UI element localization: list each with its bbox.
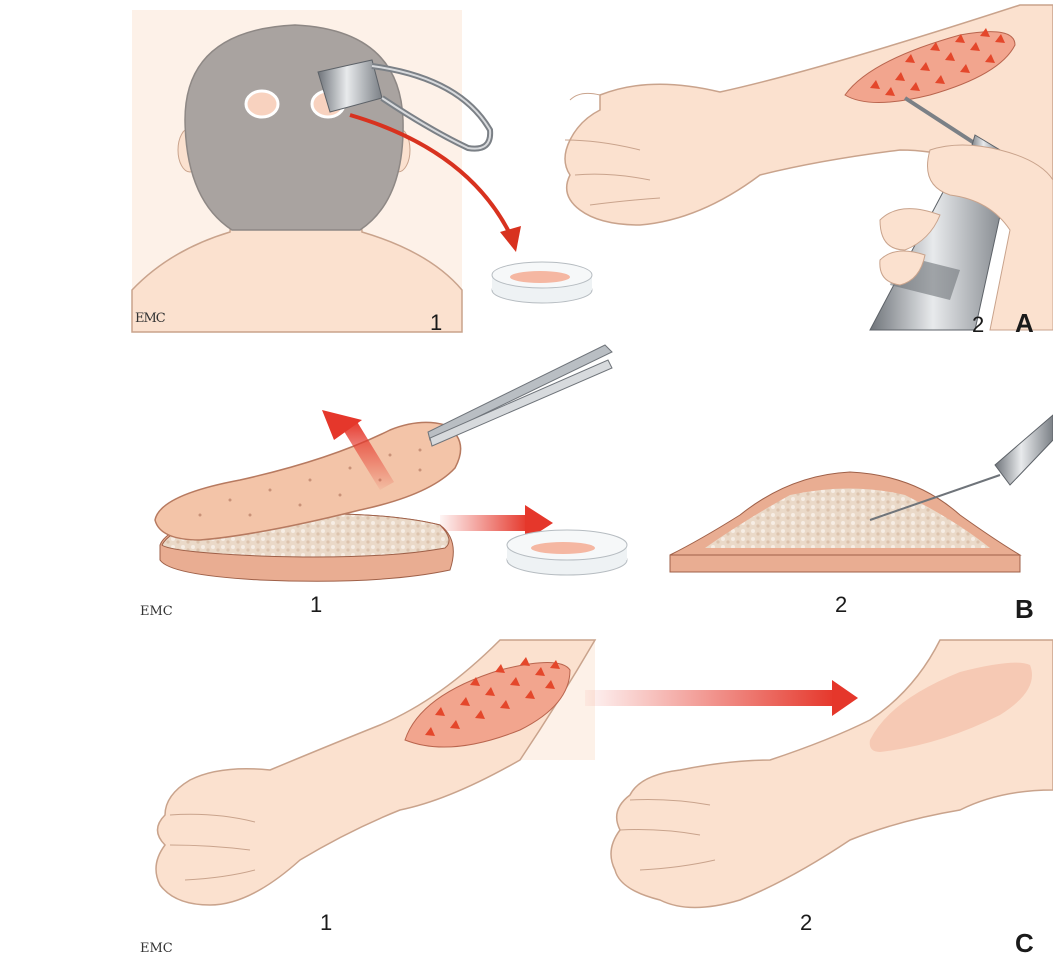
panel-a-label: A	[1015, 308, 1034, 338]
step-c2-label: 2	[800, 910, 812, 935]
panel-c: EMC 1 2 C	[140, 640, 1053, 958]
forceps-icon	[428, 345, 612, 446]
panel-c-label: C	[1015, 928, 1034, 958]
healing-arrow	[585, 680, 858, 716]
transfer-arrow-a-head	[500, 226, 521, 252]
panel-a: EMC 1 2 A	[132, 5, 1053, 338]
step-c1-label: 1	[320, 910, 332, 935]
step-a1-label: 1	[430, 310, 442, 335]
panel-b-label: B	[1015, 594, 1034, 624]
step-b1-label: 1	[310, 592, 322, 617]
petri-dish-icon	[492, 262, 592, 303]
step-a2-label: 2	[972, 312, 984, 337]
step-b2-label: 2	[835, 592, 847, 617]
donor-site-left	[246, 91, 278, 117]
forearm-graft-fresh	[156, 640, 595, 905]
logo-emc-c: EMC	[140, 941, 173, 956]
logo-emc-b: EMC	[140, 604, 173, 619]
panel-b: EMC 1 2 B	[140, 345, 1053, 624]
petri-dish-icon	[507, 530, 627, 575]
logo-emc-a: EMC	[135, 311, 166, 326]
